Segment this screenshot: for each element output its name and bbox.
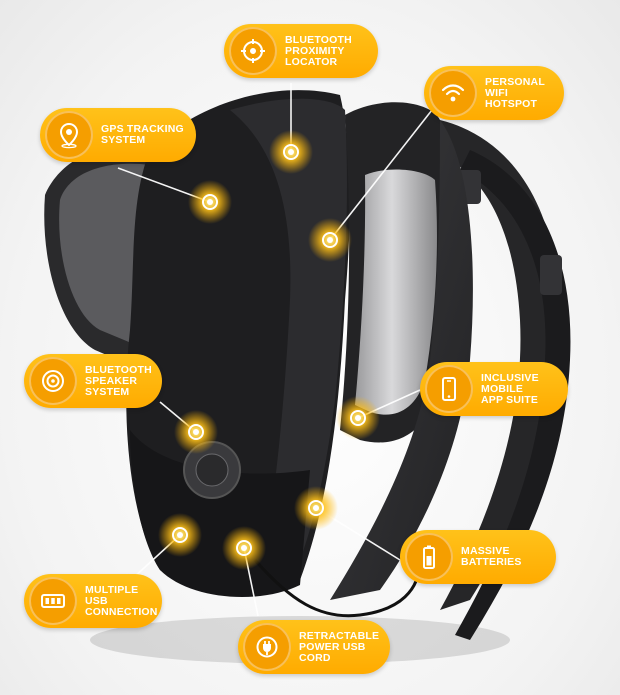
hotspot-ring [236,540,252,556]
hotspot-ring [308,500,324,516]
hotspot-dot [288,149,294,155]
hotspot-dot [327,237,333,243]
callout-inclusive-mobile-app-suite: INCLUSIVE MOBILE APP SUITE [420,362,568,416]
callout-label: MULTIPLE USB CONNECTION [85,583,158,618]
callout-retractable-power-usb-cord: RETRACTABLE POWER USB CORD [238,620,390,674]
hotspot-dot [207,199,213,205]
power-cord-icon [243,623,291,671]
wifi-icon [429,69,477,117]
hotspot-dot [241,545,247,551]
speaker-icon [29,357,77,405]
callout-label: INCLUSIVE MOBILE APP SUITE [481,371,539,406]
callout-label: RETRACTABLE POWER USB CORD [299,629,380,664]
map-pin-icon [45,111,93,159]
callout-label: PERSONAL WIFI HOTSPOT [485,75,545,110]
crosshair-icon [229,27,277,75]
usb-ports-icon [29,577,77,625]
callout-personal-wifi-hotspot: PERSONAL WIFI HOTSPOT [424,66,564,120]
backpack-middle-panel [230,98,347,585]
strap-buckle [540,255,562,295]
hotspot-dot [313,505,319,511]
hotspot-dot [177,532,183,538]
hotspot-ring [350,410,366,426]
callout-bluetooth-proximity-locator: BLUETOOTH PROXIMITY LOCATOR [224,24,378,78]
callout-bluetooth-speaker-system: BLUETOOTH SPEAKER SYSTEM [24,354,162,408]
callout-label: BLUETOOTH SPEAKER SYSTEM [85,363,152,398]
callout-label: GPS TRACKING SYSTEM [101,123,184,146]
callout-label: MASSIVE BATTERIES [461,545,522,568]
hotspot-ring [202,194,218,210]
callout-label: BLUETOOTH PROXIMITY LOCATOR [285,33,352,68]
hotspot-ring [283,144,299,160]
usb-cord [253,559,422,618]
callout-gps-tracking-system: GPS TRACKING SYSTEM [40,108,196,162]
hotspot-ring [172,527,188,543]
battery-icon [405,533,453,581]
smartphone-icon [425,365,473,413]
laptop [355,169,437,415]
callout-massive-batteries: MASSIVE BATTERIES [400,530,556,584]
callout-multiple-usb-connection: MULTIPLE USB CONNECTION [24,574,162,628]
hotspot-ring [322,232,338,248]
hotspot-dot [355,415,361,421]
hotspot-dot [193,429,199,435]
hotspot-ring [188,424,204,440]
